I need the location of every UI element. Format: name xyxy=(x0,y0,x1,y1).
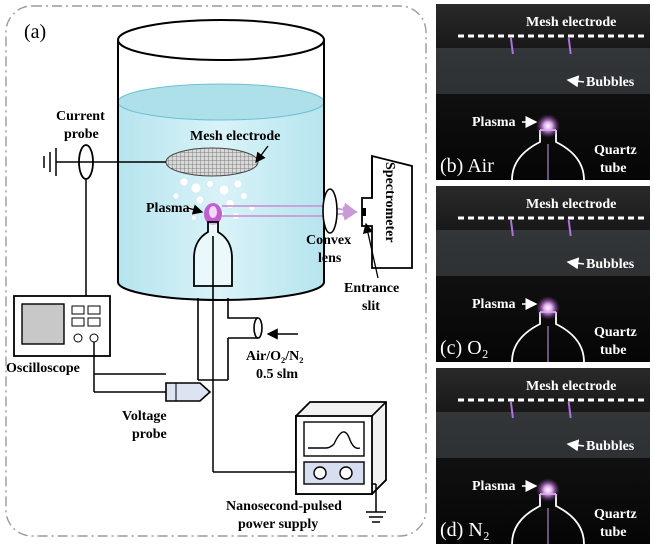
convex-lens-label-1: Convex xyxy=(306,233,351,248)
photo-0-plasma-glow xyxy=(536,114,560,138)
photo-0-plasma-label: Plasma xyxy=(472,115,516,130)
photo-1-mesh-electrode-label: Mesh electrode xyxy=(526,197,616,212)
oscilloscope-label: Oscilloscope xyxy=(6,361,80,376)
photo-2-plasma-label: Plasma xyxy=(472,479,516,494)
photo-2-mesh-electrode-label: Mesh electrode xyxy=(526,379,616,394)
photo-1-plasma-label: Plasma xyxy=(472,297,516,312)
photo-1-bubbles-label: Bubbles xyxy=(586,257,635,272)
photo-1-water-haze xyxy=(436,230,650,276)
photo-0-filament xyxy=(567,37,572,55)
entrance-slit-label-2: slit xyxy=(362,299,380,314)
plasma-label: Plasma xyxy=(146,201,190,216)
panel-a-frame xyxy=(5,5,427,537)
spectrometer-label: Spectrometer xyxy=(382,162,397,243)
entrance-slit-label-1: Entrance xyxy=(344,281,399,296)
current-probe xyxy=(43,144,166,300)
photo-0-mesh-electrode-label: Mesh electrode xyxy=(526,15,616,30)
photo-0-background xyxy=(436,4,650,180)
photo-2-quartz-label-1: Quartz xyxy=(594,507,637,522)
photo-2-quartz-label-2: tube xyxy=(600,525,626,540)
photo-2-water-haze xyxy=(436,412,650,458)
photo-1-plasma-glow xyxy=(536,296,560,320)
gas-flow-label-1: Air/O₂/N₂ xyxy=(246,349,303,364)
photo-0-water-haze xyxy=(436,48,650,94)
photo-0-bubbles-label: Bubbles xyxy=(586,75,635,90)
mesh-electrode-pointer xyxy=(255,145,269,164)
spectrometer: Spectrometer xyxy=(361,154,413,269)
photo-2-filament xyxy=(567,401,572,419)
current-probe-label-1: Current xyxy=(56,109,105,124)
mesh-electrode-label: Mesh electrode xyxy=(190,129,280,144)
photo-2-bubbles-label: Bubbles xyxy=(586,439,635,454)
photo-2-filament xyxy=(509,401,514,419)
entrance-slit-arrow xyxy=(362,222,379,279)
pulse-waveform xyxy=(308,431,361,450)
photo-2-panel-label: (d) N₂ xyxy=(440,519,490,541)
mesh-electrode-shape xyxy=(165,147,259,177)
power-supply-label-2: power supply xyxy=(238,517,318,532)
photo-1-panel-label: (c) O₂ xyxy=(440,337,489,359)
bubbles xyxy=(172,177,256,221)
photo-panels: Mesh electrodeBubblesPlasmaQuartztube(b)… xyxy=(436,4,650,545)
photo-0-bubbles-arrow xyxy=(566,75,585,88)
gas-flow-label-2: 0.5 slm xyxy=(256,367,298,382)
voltage-probe-label-1: Voltage xyxy=(122,409,167,424)
photo-2-bubbles-arrow xyxy=(566,439,585,452)
photo-0-panel-label: (b) Air xyxy=(440,155,494,177)
water-tank xyxy=(117,19,325,301)
photo-0-quartz-label-1: Quartz xyxy=(594,143,637,158)
voltage-probe xyxy=(165,382,212,402)
photo-2-background xyxy=(436,368,650,544)
photo-1-background xyxy=(436,186,650,362)
photo-0-quartz-label-2: tube xyxy=(600,161,626,176)
gas-inlet-pipe xyxy=(197,298,263,381)
photo-1-quartz-label-2: tube xyxy=(600,343,626,358)
photo-0-filament xyxy=(509,37,514,55)
oscilloscope xyxy=(13,295,111,357)
current-probe-label-2: probe xyxy=(64,127,99,142)
convex-lens-label-2: lens xyxy=(318,251,342,266)
power-supply xyxy=(295,401,387,495)
photo-1-filament xyxy=(567,219,572,237)
voltage-probe-label-2: probe xyxy=(132,427,167,442)
photo-2-plasma-glow xyxy=(536,478,560,502)
photo-1-bubbles-arrow xyxy=(566,257,585,270)
convex-lens xyxy=(322,188,338,234)
photo-1-quartz-label-1: Quartz xyxy=(594,325,637,340)
photo-1-filament xyxy=(509,219,514,237)
panel-a-label: (a) xyxy=(24,21,46,43)
power-supply-label-1: Nanosecond-pulsed xyxy=(226,499,342,514)
